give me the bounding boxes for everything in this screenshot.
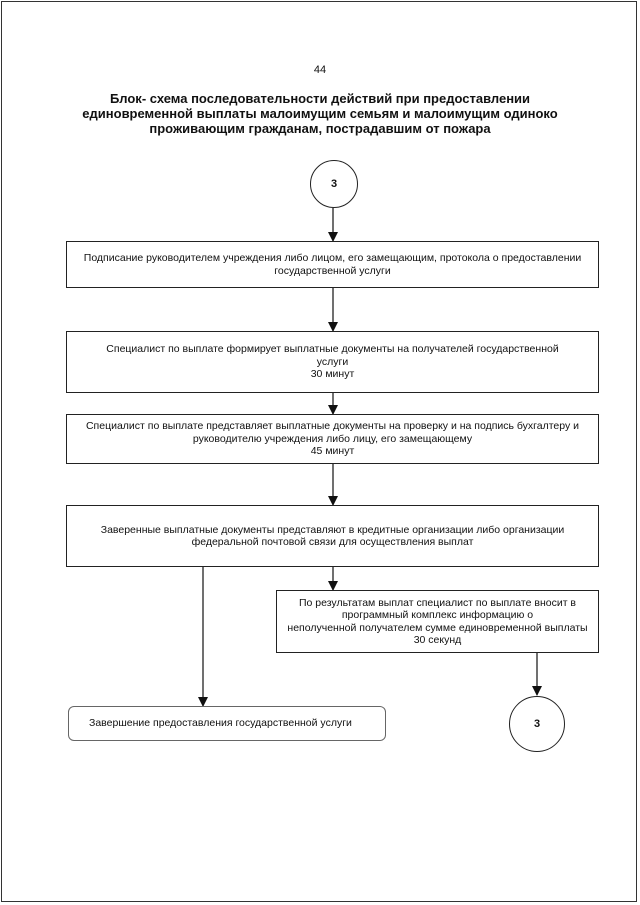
step-1-line: государственной услуги xyxy=(274,264,391,277)
diagram-title: Блок- схема последовательности действий … xyxy=(70,91,570,136)
step-1-line: Подписание руководителем учреждения либо… xyxy=(83,252,582,264)
connector-bottom: 3 xyxy=(509,696,565,752)
step-2-line: услуги xyxy=(316,355,349,368)
step-4-line: Заверенные выплатные документы представл… xyxy=(100,523,565,536)
step-2-box: Специалист по выплате формирует выплатны… xyxy=(66,331,599,393)
title-line: Блок- схема последовательности действий … xyxy=(109,91,531,106)
title-line: единовременной выплаты малоимущим семьям… xyxy=(82,106,558,121)
step-3-line: 45 минут xyxy=(310,445,355,458)
step-2-line: 30 минут xyxy=(310,368,355,381)
connector-top: 3 xyxy=(310,160,358,208)
page-number: 44 xyxy=(313,64,327,76)
end-box-label: Завершение предоставления государственно… xyxy=(89,717,352,730)
step-2-line: Специалист по выплате формирует выплатны… xyxy=(106,343,559,356)
title-line: проживающим гражданам, пострадавшим от п… xyxy=(149,121,491,136)
step-4-line: федеральной почтовой связи для осуществл… xyxy=(191,536,474,548)
step-5-box: По результатам выплат специалист по выпл… xyxy=(276,590,599,653)
step-3-box: Специалист по выплате представляет выпла… xyxy=(66,414,599,464)
step-3-line: Специалист по выплате представляет выпла… xyxy=(85,420,580,433)
step-5-line: неполученной получателем сумме единоврем… xyxy=(287,621,588,634)
step-4-box: Заверенные выплатные документы представл… xyxy=(66,505,599,567)
step-5-line: программный комплекс информацию о xyxy=(341,609,534,621)
step-5-line: По результатам выплат специалист по выпл… xyxy=(298,596,577,609)
end-box: Завершение предоставления государственно… xyxy=(68,706,386,741)
step-1-box: Подписание руководителем учреждения либо… xyxy=(66,241,599,288)
step-5-line: 30 секунд xyxy=(413,634,462,646)
step-3-line: руководителю учреждения либо лицу, его з… xyxy=(192,432,473,445)
